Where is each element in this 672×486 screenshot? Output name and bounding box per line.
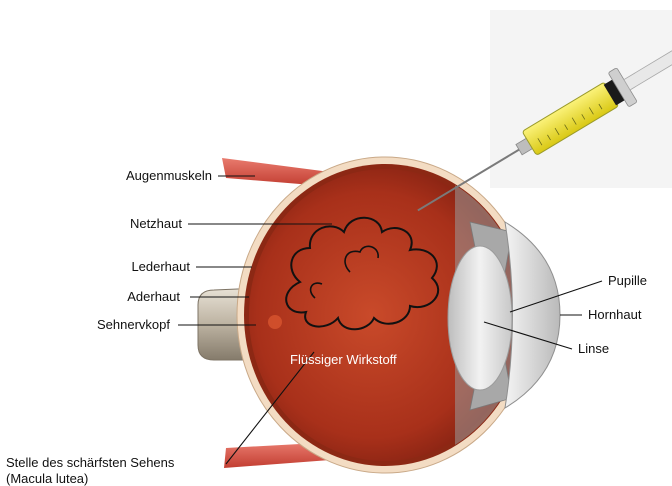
label-linse: Linse [578,341,609,356]
label-lederhaut: Lederhaut [131,259,190,274]
label-macula-line2: (Macula lutea) [6,471,88,486]
label-hornhaut: Hornhaut [588,307,642,322]
label-netzhaut: Netzhaut [130,216,182,231]
label-sehnervkopf: Sehnervkopf [97,317,170,332]
cornea [505,222,560,408]
macula-spot [268,315,282,329]
label-macula-line1: Stelle des schärfsten Sehens [6,455,175,470]
label-augenmuskeln: Augenmuskeln [126,168,212,183]
label-pupille: Pupille [608,273,647,288]
lens [448,246,512,390]
label-aderhaut: Aderhaut [127,289,180,304]
label-wirkstoff: Flüssiger Wirkstoff [290,352,397,367]
